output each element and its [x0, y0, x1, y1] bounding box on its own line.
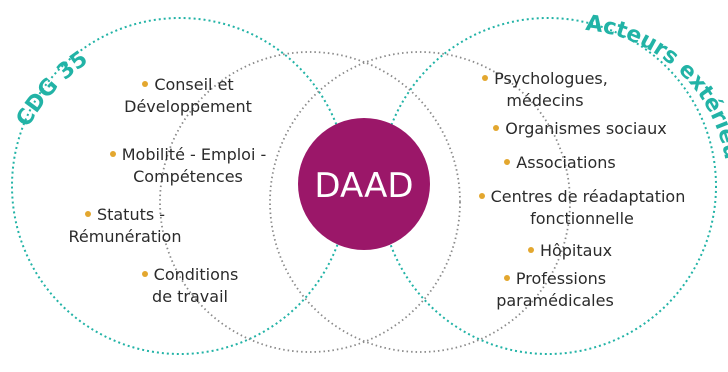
center-circle — [298, 118, 430, 250]
right-item-hopitaux: Hôpitaux — [500, 240, 640, 262]
right-inner-circle — [269, 51, 571, 353]
bullet-dot — [503, 274, 510, 281]
bullet-dot — [84, 210, 91, 217]
left-item-conseil: Conseil et Développement — [124, 75, 252, 116]
right-circle — [379, 17, 717, 355]
left-title: CDG 35 — [12, 46, 93, 131]
center-label: DAAD — [314, 166, 413, 206]
right-item-professions: Professions paramédicales — [496, 269, 614, 310]
bullet-dot — [527, 246, 534, 253]
left-item-conditions: Conditions de travail — [120, 264, 260, 308]
bullet-dot — [141, 270, 148, 277]
left-item-mobilite: Mobilité - Emploi - Compétences — [88, 144, 288, 188]
bullet-dot — [504, 158, 511, 165]
right-item-psychologues: Psychologues, médecins — [465, 68, 625, 112]
right-item-organismes: Organismes sociaux — [480, 118, 680, 140]
left-item-statuts: Statuts - Rémunération — [68, 205, 182, 246]
bullet-dot — [482, 74, 489, 81]
bullet-dot — [478, 192, 485, 199]
right-item-centres: Centres de réadaptation fonctionnelle — [452, 186, 712, 230]
right-item-associations: Associations — [480, 152, 640, 174]
left-inner-circle — [159, 51, 461, 353]
bullet-dot — [493, 124, 500, 131]
bullet-dot — [142, 80, 149, 87]
bullet-dot — [109, 150, 116, 157]
